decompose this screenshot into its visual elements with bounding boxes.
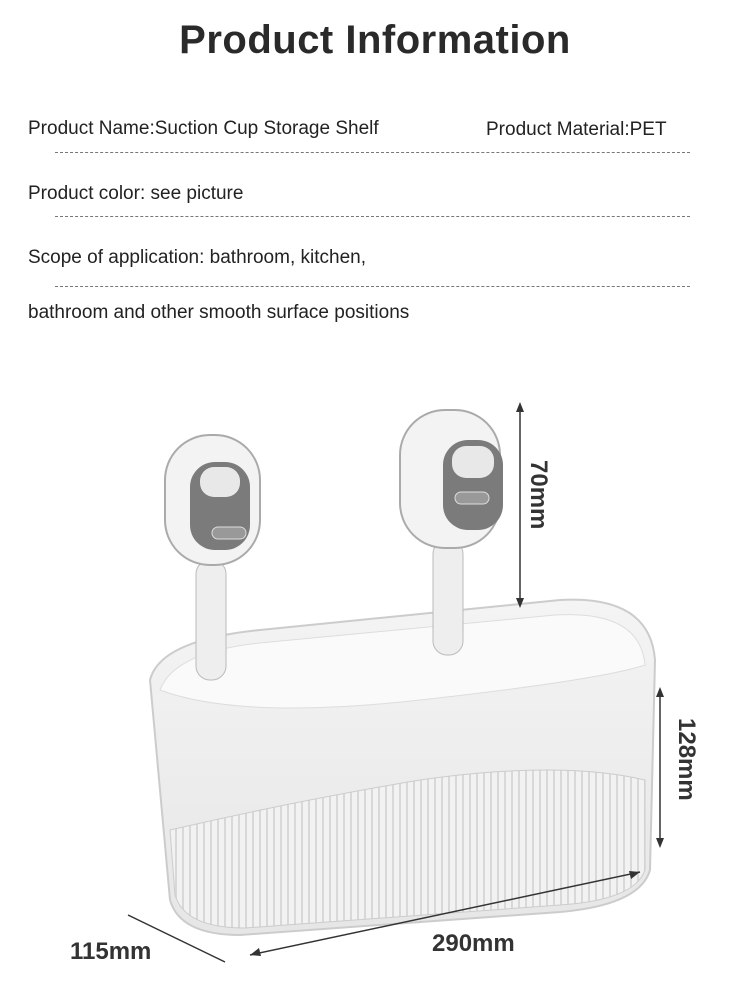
width-label: 290mm — [432, 930, 515, 957]
basket-height-label: 128mm — [673, 718, 700, 801]
page-title: Product Information — [179, 18, 571, 62]
scope-line-1: Scope of application: bathroom, kitchen, — [28, 247, 366, 268]
dimension-lines — [127, 402, 664, 963]
product-material: Product Material:PET — [486, 119, 667, 140]
hook-height-label: 70mm — [525, 460, 552, 530]
divider — [55, 152, 690, 153]
suction-hook-right — [399, 409, 503, 656]
scope-line-2: bathroom and other smooth surface positi… — [28, 302, 410, 323]
product-color: Product color: see picture — [28, 183, 244, 204]
basket — [148, 598, 657, 937]
product-name: Product Name:Suction Cup Storage Shelf — [28, 118, 379, 139]
depth-label: 115mm — [70, 938, 152, 965]
divider — [55, 286, 690, 287]
suction-hook-left — [164, 434, 261, 681]
divider — [55, 216, 690, 217]
